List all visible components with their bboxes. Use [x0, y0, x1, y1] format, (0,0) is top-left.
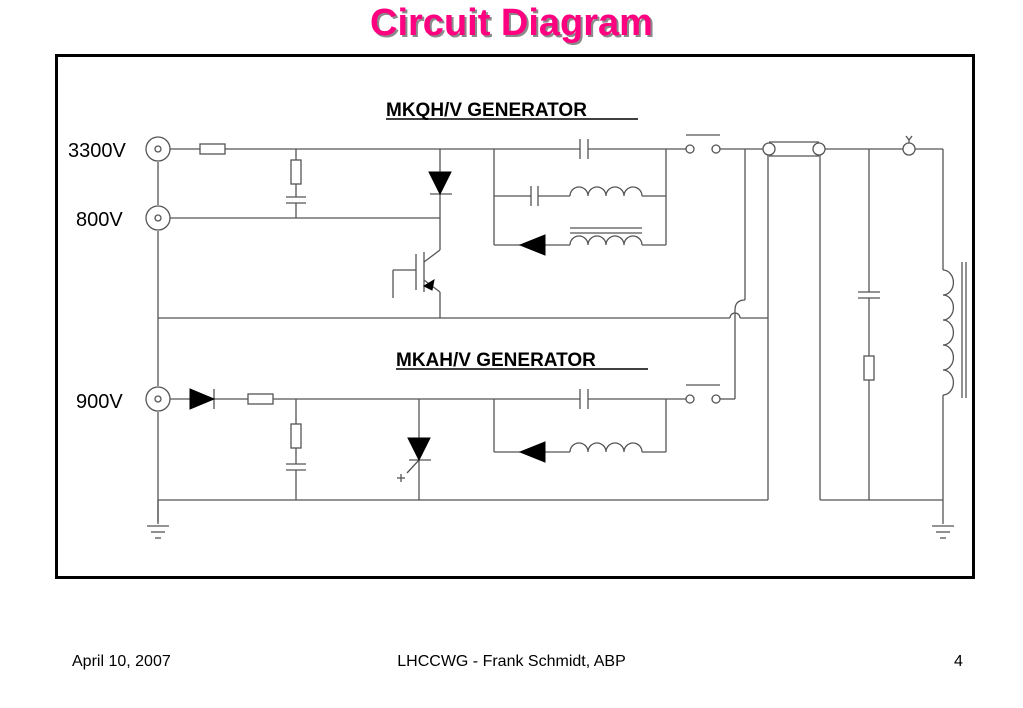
terminal-900v	[145, 386, 171, 412]
slide-title: Circuit Diagram	[370, 2, 653, 44]
diagram-frame	[55, 54, 975, 579]
footer-author: LHCCWG - Frank Schmidt, ABP	[397, 653, 626, 670]
thyristor	[407, 437, 431, 462]
label-900v: 900V	[76, 391, 123, 413]
switch-top	[685, 144, 695, 154]
resistor-bottom	[247, 393, 274, 405]
label-800v: 800V	[76, 209, 123, 231]
label-3300v: 3300V	[68, 140, 126, 162]
resistor-rc-bottom	[290, 423, 302, 449]
diode-top-box	[518, 234, 546, 256]
generator-top-label: MKQH/V GENERATOR	[386, 100, 587, 121]
cable-end-right	[812, 142, 826, 156]
thyristor-gate	[406, 459, 420, 474]
diode-900v	[189, 388, 216, 410]
inductor-bottom	[569, 442, 643, 453]
resistor-rc-top	[290, 159, 302, 185]
cable-end-left	[762, 142, 776, 156]
resistor-right	[863, 355, 875, 381]
terminal-800v	[145, 205, 171, 231]
inductor-top-upper	[569, 186, 643, 197]
generator-bottom-label: MKAH/V GENERATOR	[396, 350, 596, 371]
diode-top	[428, 171, 452, 196]
igbt-arrow	[422, 278, 435, 291]
diode-bottom-box	[518, 441, 546, 463]
igbt	[423, 249, 441, 263]
inductor-top-lower	[569, 235, 643, 246]
switch-bottom	[685, 394, 695, 404]
kicker-magnet-coil	[942, 269, 955, 396]
terminal-3300v	[145, 136, 171, 162]
footer-date: April 10, 2007	[72, 653, 171, 670]
output-probe	[902, 142, 916, 156]
resistor-top	[199, 143, 226, 155]
page-number: 4	[954, 653, 963, 670]
